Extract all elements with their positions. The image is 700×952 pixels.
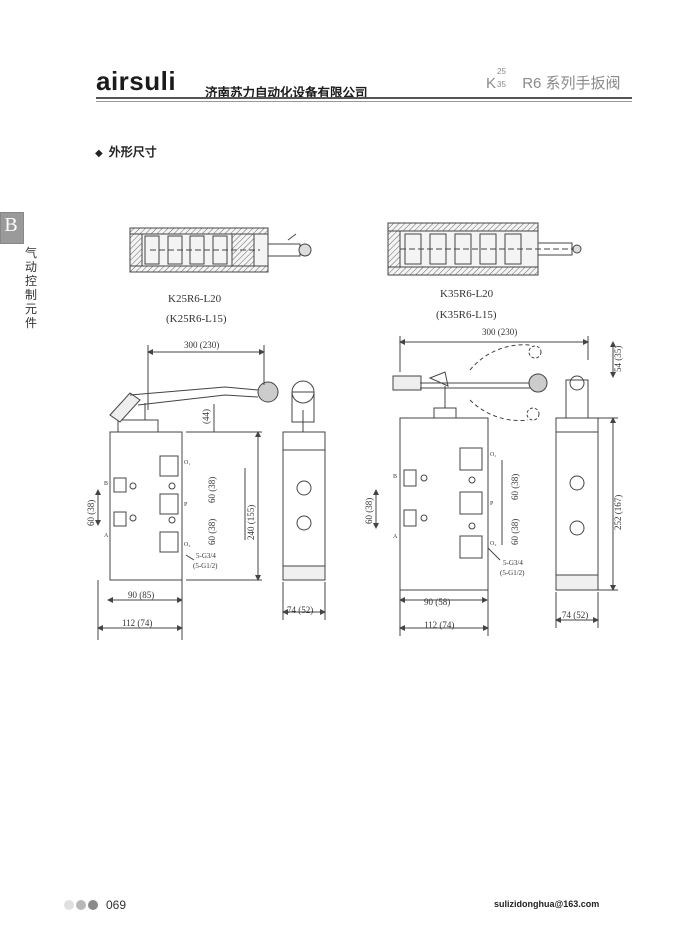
series-suffix: 系列手扳阀 bbox=[541, 75, 621, 92]
left-port-a: A bbox=[104, 533, 109, 539]
left-section-view bbox=[129, 227, 312, 273]
left-dim-spacing-1: 60 (38) bbox=[207, 477, 217, 503]
right-dim-handle: 54 (35) bbox=[613, 346, 623, 372]
right-dim-side: 74 (52) bbox=[562, 610, 588, 620]
right-dim-height: 252 (167) bbox=[613, 495, 623, 530]
right-port-o2: O₂ bbox=[490, 541, 496, 547]
left-dim-side: 74 (52) bbox=[287, 605, 313, 615]
right-dim-spacing-2: 60 (38) bbox=[510, 519, 520, 545]
left-side-view bbox=[282, 380, 326, 620]
right-port-o1: O₁ bbox=[490, 452, 496, 458]
series-sup: 25 bbox=[497, 67, 506, 76]
series-title: K 25 35 R6 系列手扳阀 bbox=[486, 68, 621, 93]
left-dim-handle: (44) bbox=[201, 409, 211, 424]
left-port-p: P bbox=[184, 502, 188, 508]
right-thread-alt: (5-G1/2) bbox=[500, 569, 525, 577]
right-dim-width-1: 90 (58) bbox=[424, 597, 450, 607]
brand-logo: airsuli bbox=[96, 66, 177, 96]
diamond-bullet-icon: ◆ bbox=[95, 148, 103, 159]
drawing-lines bbox=[95, 222, 618, 640]
left-dim-width-2: 112 (74) bbox=[122, 618, 152, 628]
series-sub: 35 bbox=[497, 80, 506, 89]
side-tab bbox=[0, 212, 24, 244]
left-dim-width-1: 90 (85) bbox=[128, 590, 154, 600]
left-dim-top: 300 (230) bbox=[184, 340, 219, 350]
right-dim-top: 300 (230) bbox=[482, 327, 517, 337]
right-dim-spacing-1: 60 (38) bbox=[510, 474, 520, 500]
right-port-a: A bbox=[393, 534, 398, 540]
page-number: 069 bbox=[106, 898, 127, 912]
header-rule bbox=[96, 97, 632, 99]
left-dim-spacing-2: 60 (38) bbox=[207, 519, 217, 545]
series-prefix: K bbox=[486, 75, 497, 92]
right-thread: 5-G3/4 bbox=[503, 559, 523, 567]
left-dim-left: 60 (38) bbox=[86, 500, 96, 526]
right-dim-left: 60 (38) bbox=[364, 498, 374, 524]
left-model: K25R6-L20 bbox=[168, 293, 222, 305]
left-front-view bbox=[95, 345, 279, 640]
left-port-b: B bbox=[104, 481, 108, 487]
contact-email: sulizidonghua@163.com bbox=[494, 899, 600, 909]
section-title: 外形尺寸 bbox=[108, 145, 157, 159]
footer-dot-3 bbox=[88, 900, 98, 910]
left-thread-alt: (5-G1/2) bbox=[193, 562, 218, 570]
left-thread: 5-G3/4 bbox=[196, 552, 216, 560]
side-tab-text: 气动控制元件 bbox=[25, 246, 38, 330]
side-tab-letter: B bbox=[4, 214, 18, 236]
footer-dot-1 bbox=[64, 900, 74, 910]
company-name: 济南苏力自动化设备有限公司 bbox=[205, 86, 368, 100]
series-model: R6 bbox=[522, 75, 542, 92]
left-port-o2: O₂ bbox=[184, 542, 190, 548]
left-port-o1: O₁ bbox=[184, 460, 190, 466]
right-port-p: P bbox=[490, 501, 494, 507]
right-port-b: B bbox=[393, 474, 397, 480]
header-rule-thin bbox=[96, 101, 632, 102]
right-front-view bbox=[373, 336, 589, 636]
right-dim-width-2: 112 (74) bbox=[424, 620, 454, 630]
footer-dot-2 bbox=[76, 900, 86, 910]
right-section-view bbox=[387, 222, 582, 276]
left-dim-height: 240 (155) bbox=[246, 505, 256, 540]
right-model: K35R6-L20 bbox=[440, 288, 494, 300]
left-model-alt: (K25R6-L15) bbox=[166, 313, 227, 325]
right-model-alt: (K35R6-L15) bbox=[436, 309, 497, 321]
section-heading: ◆ 外形尺寸 bbox=[95, 143, 157, 160]
right-side-view bbox=[555, 341, 618, 628]
